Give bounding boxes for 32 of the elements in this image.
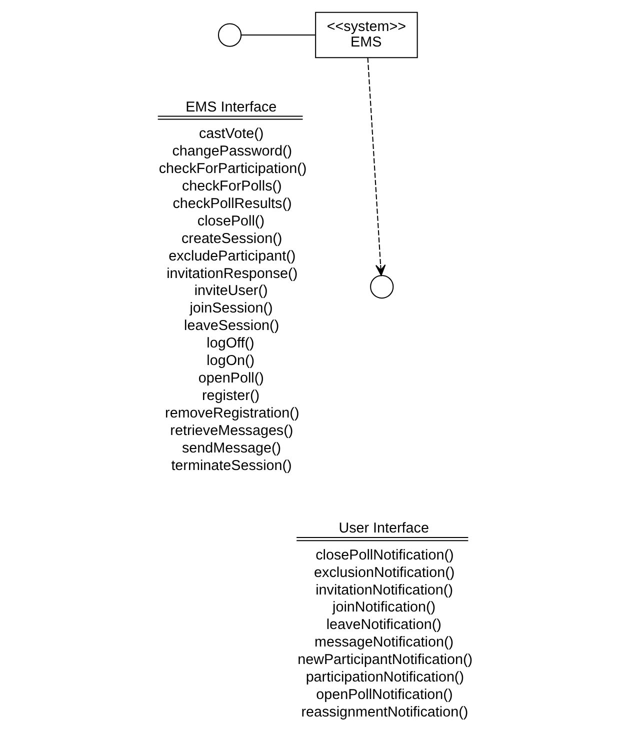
node-label: invitationResponse() — [166, 266, 298, 282]
node-label: checkForPolls() — [182, 178, 282, 194]
node-label: User Interface — [338, 520, 429, 537]
node-label: messageNotification() — [314, 634, 454, 651]
node-label: excludeParticipant() — [168, 248, 296, 264]
node-label: changePassword() — [172, 143, 292, 160]
node-label: leaveNotification() — [326, 617, 442, 634]
node-label: joinNotification() — [332, 600, 436, 616]
node-label: retrieveMessages() — [170, 422, 294, 439]
node-label: register() — [202, 388, 260, 404]
node-label: leaveSession() — [184, 318, 280, 334]
node-label: inviteUser() — [194, 283, 268, 300]
node-label: exclusionNotification() — [314, 564, 455, 581]
node-label: closePoll() — [197, 213, 265, 230]
node-label: createSession() — [181, 230, 282, 247]
node-label: logOn() — [206, 353, 255, 370]
node-label: logOff() — [206, 336, 254, 352]
node-label: reassignmentNotification() — [301, 704, 468, 721]
node-label: participationNotification() — [306, 670, 464, 686]
node-label: openPoll() — [198, 370, 264, 387]
node-label: castVote() — [198, 126, 264, 142]
node-label: EMS Interface — [186, 99, 277, 116]
node-label: removeRegistration() — [165, 406, 300, 422]
node-label: terminateSession() — [171, 458, 292, 474]
node-label: joinSession() — [190, 300, 273, 317]
node-label: newParticipantNotification() — [298, 652, 473, 668]
node-label: closePollNotification() — [316, 547, 454, 564]
node-label: checkPollResults() — [172, 196, 292, 212]
node-label: invitationNotification() — [316, 582, 454, 598]
node-label: sendMessage() — [182, 440, 282, 456]
node-label: openPollNotification() — [316, 687, 453, 704]
node-label: checkForParticipation() — [158, 160, 307, 177]
